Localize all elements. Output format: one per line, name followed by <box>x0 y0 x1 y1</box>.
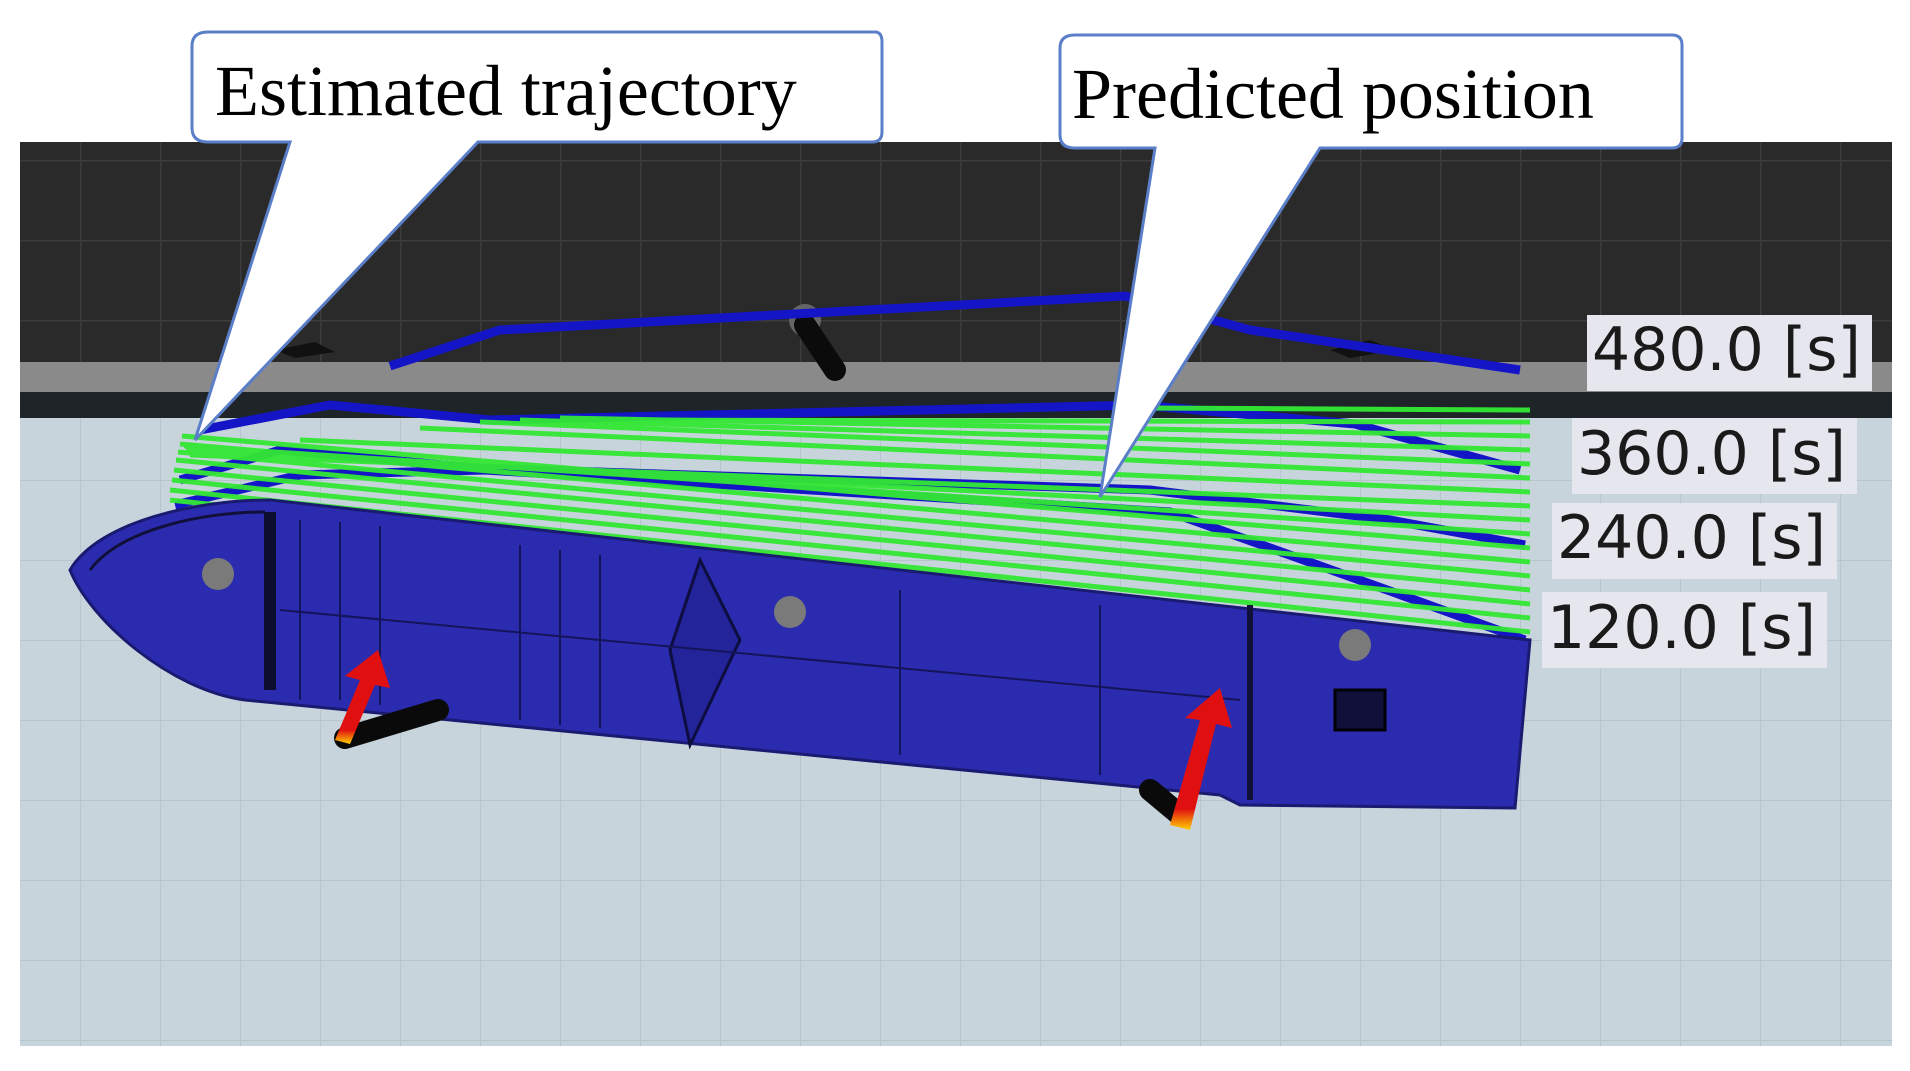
thruster-forward <box>334 650 449 749</box>
time-label-360: 360.0 [s] <box>1577 419 1846 489</box>
callout-trajectory-text: Estimated trajectory <box>215 51 797 131</box>
estimated-trajectory <box>169 405 1531 648</box>
time-label-120: 120.0 [s] <box>1547 593 1816 663</box>
time-labels: 480.0 [s] 360.0 [s] 240.0 [s] 120.0 [s] <box>1542 315 1872 668</box>
thruster-aft <box>1139 688 1232 830</box>
ship-hull <box>68 498 1532 810</box>
callout-predicted-text: Predicted position <box>1072 54 1594 134</box>
time-label-240: 240.0 [s] <box>1557 503 1826 573</box>
time-label-480: 480.0 [s] <box>1592 315 1861 385</box>
callout-predicted-position: Predicted position <box>1058 33 1684 498</box>
callout-estimated-trajectory: Estimated trajectory <box>190 30 884 442</box>
